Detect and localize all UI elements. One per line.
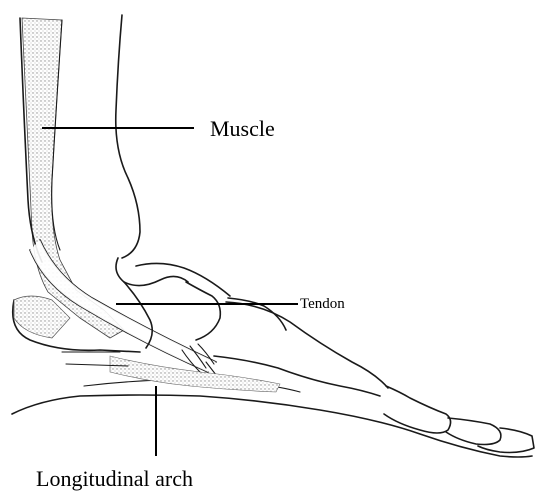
navicular-bone	[186, 282, 220, 340]
talus-bone	[116, 258, 188, 286]
leg-outline	[116, 15, 140, 258]
longitudinal-arch-label: Longitudinal arch	[36, 466, 193, 491]
foot-dorsum-outline	[136, 263, 230, 296]
metatarsal-bone	[226, 302, 388, 388]
muscle-label: Muscle	[210, 116, 275, 141]
distal-phalanx	[446, 418, 501, 445]
tendon-label: Tendon	[300, 296, 345, 312]
sole-outline	[12, 395, 532, 457]
toe-outline	[478, 428, 534, 453]
